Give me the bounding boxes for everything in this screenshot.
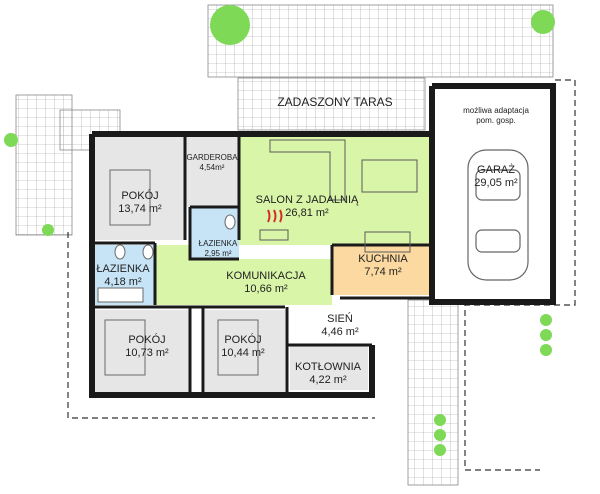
garden-path [407,299,459,486]
corridor-name: KOMUNIKACJA [226,270,306,282]
kitchen-name: KUCHNIA [358,253,408,265]
bath-small-name: ŁAZIENKA [199,239,238,248]
hall-name: SIEŃ [327,312,353,325]
bedroom2-name: POKÓJ [128,333,165,346]
room-bedroom2 [95,310,190,392]
room-hall [290,305,368,345]
kitchen-area: 7,74 m² [364,266,402,278]
room-boiler [290,345,368,390]
room-garage [432,90,550,300]
garage-car [467,149,529,281]
room-kitchen [332,245,432,295]
bath-fixtures [97,214,236,303]
living-area: 26,81 m² [285,207,329,219]
garage-name: GARAŻ [477,163,515,176]
inner-walls [92,134,432,395]
room-corridor [155,259,332,305]
living-furniture [259,139,418,253]
bedroom3-area: 10,44 m² [221,347,265,359]
terrace-area [237,77,426,131]
bath-name: ŁAZIENKA [96,263,150,275]
room-wardrobe [185,137,239,207]
bedroom3-name: POKÓJ [224,333,261,346]
trees [4,5,555,456]
room-corridor-top [155,245,190,259]
walls [89,83,556,398]
bedroom-furniture [104,169,259,376]
bedroom1-name: POKÓJ [121,189,158,202]
pergola-top [207,4,554,78]
living-name: SALON Z JADALNIĄ [256,194,359,206]
garage-area: 29,05 m² [474,177,518,189]
terrace-label: ZADASZONY TARAS [277,95,392,109]
bath-area: 4,18 m² [104,276,142,288]
wardrobe-name: GARDEROBA [186,153,238,162]
bedroom1-area: 13,74 m² [118,203,162,215]
hall-area: 4,46 m² [321,326,359,338]
boiler-area: 4,22 m² [309,374,347,386]
corridor-area: 10,66 m² [244,283,288,295]
bath-small-area: 2,95 m² [204,249,231,258]
roof-outline [67,232,375,419]
garage-note-line2: pom. gosp. [476,116,516,125]
garage-note-line1: możliwa adaptacja [463,106,529,115]
boiler-name: KOTŁOWNIA [295,361,362,373]
fireplace-icon [267,209,283,223]
room-living [239,137,432,245]
wardrobe-area: 4,54m² [200,163,225,172]
bedroom2-area: 10,73 m² [125,347,169,359]
